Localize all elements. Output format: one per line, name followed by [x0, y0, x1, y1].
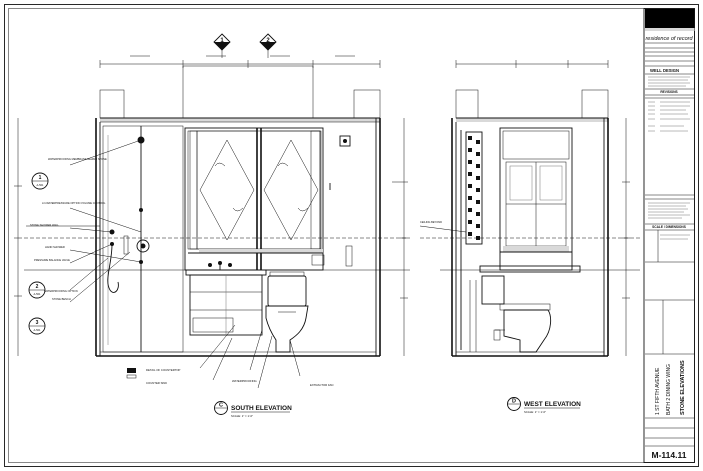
side-callout-2: 2 A-501	[28, 281, 46, 299]
note-countertop: DETAIL OF COUNTERTOP	[146, 368, 181, 372]
section-marker-2: 2 A-501	[259, 33, 277, 51]
revision-rows	[648, 101, 690, 132]
note-volume: LO-WATERPRESSURE OPTION VOLUME CONTROL	[42, 201, 106, 205]
note-ceiling: CEILING BEYOND	[420, 220, 442, 224]
elevation-title: SOUTH ELEVATION	[231, 405, 292, 412]
scale-header: SCALE / DIMENSIONS	[652, 225, 686, 229]
top-dimensions	[99, 55, 381, 68]
sheet-titles-vertical: 1 ST FIFTH AVENUE BATH 2 DINING WING STO…	[655, 360, 686, 415]
right-dimensions	[392, 118, 408, 356]
mirror-cabinet	[184, 127, 324, 271]
legend-swatch-1	[127, 368, 136, 373]
note-hand-shower: HAND SHOWER	[45, 245, 65, 249]
elevation-scale: SCALE: 1" = 1'-0"	[231, 414, 253, 418]
revisions-header: REVISIONS	[660, 90, 677, 94]
note-extractor: EXTRACTOR FAN	[310, 383, 333, 387]
note-waterproof: WATERPROOFING OPTION	[44, 289, 78, 293]
title-block: residence of record WELL DESIGN REVISION…	[643, 8, 695, 463]
right-soffit	[353, 89, 381, 119]
toilet-side	[481, 275, 552, 353]
callout-number: 2	[36, 284, 39, 290]
west-elevation: CEILING BEYOND D WEST ELEVATION SCALE: 1…	[419, 60, 640, 414]
sheet-inner-border	[8, 8, 695, 463]
note-bench: STONE BENCH	[52, 297, 71, 301]
note-pressure-valve: PRESSURE BALANCE VALVE	[34, 258, 70, 262]
left-soffit	[99, 89, 125, 119]
elevation-title-west: D WEST ELEVATION SCALE: 1" = 1'-0"	[507, 397, 581, 414]
left-dimensions	[14, 118, 100, 356]
elevation-letter: C	[219, 403, 223, 409]
note-waterproofing: WATERPROOFING	[232, 379, 257, 383]
note-shower-wall: STONE SHOWER WALL	[30, 223, 60, 227]
section-marker-number: 1	[220, 38, 224, 44]
toilet	[265, 271, 309, 353]
pressure-valve	[136, 239, 150, 253]
legend-swatch-2	[126, 374, 137, 379]
section-marker-1: 1 A-501	[213, 33, 231, 51]
subtitle-notes	[648, 76, 690, 87]
elevation-title-south: C SOUTH ELEVATION SCALE: 1" = 1'-0"	[214, 401, 292, 418]
callout-ref: A-501	[34, 328, 41, 332]
sheet-number: M-114.11	[652, 450, 687, 460]
unit-name: BATH 2 DINING WING	[666, 364, 672, 415]
callout-number: 1	[39, 175, 42, 181]
vanity	[185, 261, 267, 336]
shower-glass-panel	[102, 125, 184, 353]
note-membrane: WATERPROOFING MEMBRANE BEHIND STONE	[48, 157, 107, 161]
general-notes	[648, 202, 690, 219]
shower-fixtures	[107, 136, 150, 293]
shower-tile-column	[460, 130, 483, 350]
hand-shower-hose	[107, 243, 119, 293]
section-marker-ref: A-501	[218, 44, 226, 48]
section-marker-ref: A-501	[264, 44, 272, 48]
elevation-letter: D	[512, 399, 516, 405]
project-name: 1 ST FIFTH AVENUE	[655, 367, 661, 415]
note-text-blocks: WATERPROOFING MEMBRANE BEHIND STONE LO-W…	[30, 157, 107, 301]
callout-ref: A-501	[37, 183, 44, 187]
elevation-title: WEST ELEVATION	[524, 401, 581, 408]
leader-lines	[69, 139, 142, 303]
sheet-border	[4, 4, 699, 467]
title-block-header	[645, 9, 695, 28]
section-marker-number: 2	[266, 38, 270, 44]
firm-name: residence of record	[645, 36, 693, 42]
side-callout-3: 3 A-501	[28, 317, 46, 335]
side-callout-1: 1 A-501	[31, 172, 49, 190]
note-counter-sink: COUNTER SINK	[146, 381, 167, 385]
callout-ref: A-501	[34, 292, 41, 296]
callout-number: 3	[36, 320, 39, 326]
elevation-scale: SCALE: 1" = 1'-0"	[524, 410, 546, 414]
sheet-title: STONE ELEVATIONS	[680, 360, 686, 415]
project-subtitle: WELL DESIGN	[650, 68, 679, 73]
window-cabinet	[499, 127, 573, 271]
south-elevation: WATERPROOFING MEMBRANE BEHIND STONE LO-W…	[14, 55, 410, 418]
